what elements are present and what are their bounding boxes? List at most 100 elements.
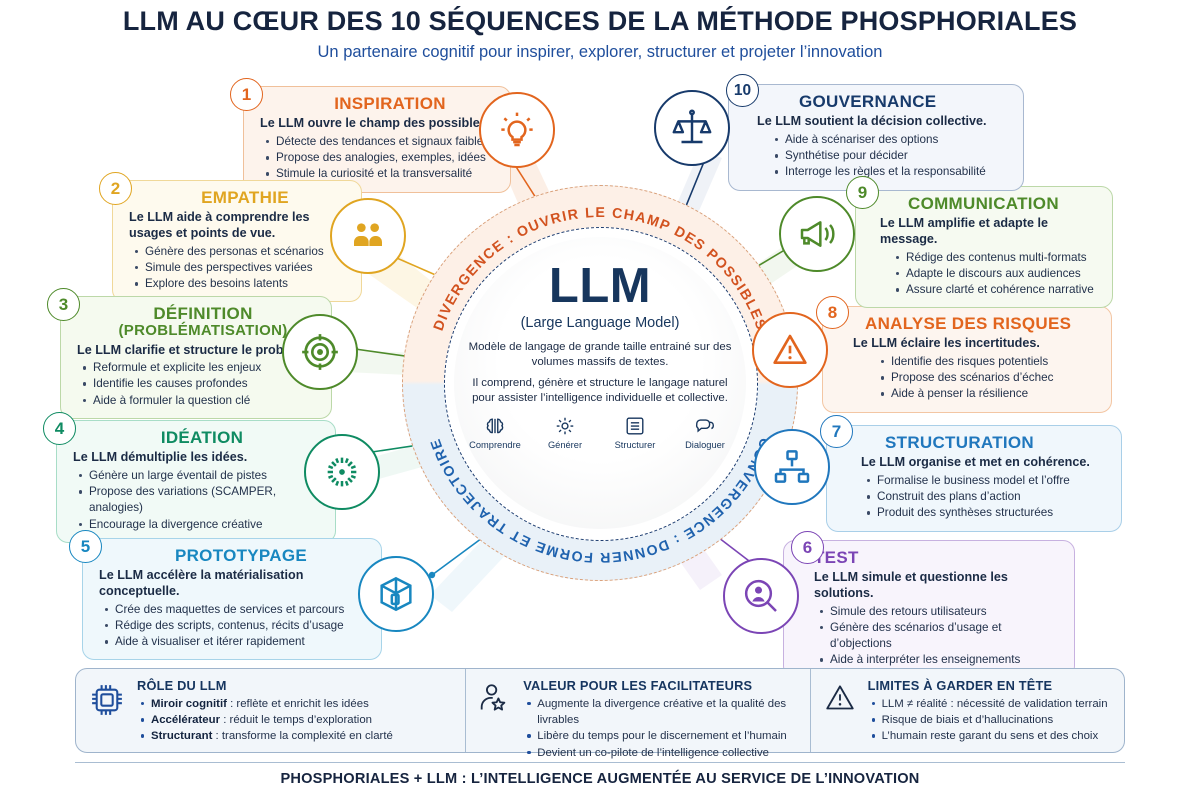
footer-panel-valeur: VALEUR POUR LES FACILITATEURS Augmente l… (465, 669, 809, 759)
bullet: Produit des synthèses structurées (867, 505, 1109, 521)
bullet: Encourage la divergence créative (79, 517, 323, 533)
step-lead: Le LLM démultiplie les idées. (73, 450, 248, 465)
spark-icon (556, 417, 574, 434)
step-card-5[interactable]: PROTOTYPAGE Le LLM accélère la matériali… (69, 530, 434, 661)
bullet: Risque de biais et d’hallucinations (871, 712, 1108, 728)
chip-icon (88, 681, 126, 724)
bullet: Simule des perspectives variées (135, 260, 349, 276)
lightbulb-icon (501, 112, 533, 147)
step-card-3[interactable]: DÉFINITION (PROBLÉMATISATION) Le LLM cla… (47, 288, 358, 419)
bullet-text: : réduit le temps d’exploration (220, 714, 372, 727)
step-card-9[interactable]: COMMUNICATION Le LLM amplifie et adapte … (779, 176, 1113, 309)
step-card-8[interactable]: ANALYSE DES RISQUES Le LLM éclaire les i… (752, 296, 1112, 413)
step-number-badge: 7 (820, 415, 853, 448)
footer-panels: RÔLE DU LLM Miroir cognitif : reflète et… (75, 668, 1125, 759)
step-title: TEST (814, 548, 859, 567)
step-card-body: ANALYSE DES RISQUES Le LLM éclaire les i… (822, 306, 1112, 413)
cube-icon (380, 576, 412, 612)
llm-function-label: Générer (547, 439, 583, 450)
step-icon-circle (723, 558, 799, 634)
step-number-badge: 2 (99, 172, 132, 205)
bullet: Génère des personas et scénarios (135, 244, 349, 260)
burst-icon (327, 457, 357, 487)
llm-function-label: Comprendre (469, 439, 521, 450)
header: LLM AU CŒUR DES 10 SÉQUENCES DE LA MÉTHO… (0, 6, 1200, 62)
bullet: Aide à interpréter les enseignements (820, 652, 1062, 668)
step-icon-circle (654, 90, 730, 166)
tagline: PHOSPHORIALES + LLM : L’INTELLIGENCE AUG… (280, 771, 920, 788)
bullet: Synthétise pour décider (775, 148, 1011, 164)
step-number-badge: 8 (816, 296, 849, 329)
step-bullets: Génère des personas et scénarios Simule … (129, 244, 349, 292)
bullet: Formalise le business model et l’offre (867, 473, 1109, 489)
divider (75, 762, 1125, 764)
step-lead: Le LLM aide à comprendre les usages et p… (129, 210, 310, 241)
bullet: Propose des variations (SCAMPER, analogi… (79, 484, 323, 516)
step-title: PROTOTYPAGE (174, 546, 308, 565)
brain-icon (486, 418, 504, 433)
step-card-7[interactable]: STRUCTURATION Le LLM organise et met en … (754, 415, 1122, 532)
step-card-4[interactable]: IDÉATION Le LLM démultiplie les idées. G… (43, 412, 380, 543)
step-bullets: Formalise le business model et l’offre C… (861, 473, 1109, 521)
step-lead: Le LLM ouvre le champ des possibles. (260, 116, 491, 131)
step-bullets: Détecte des tendances et signaux faibles… (260, 134, 498, 182)
bullet: Stimule la curiosité et la transversalit… (266, 166, 498, 182)
step-card-body: COMMUNICATION Le LLM amplifie et adapte … (855, 186, 1113, 309)
footer-panel-title: RÔLE DU LLM (137, 678, 227, 693)
bullet-text: : transforme la complexité en clarté (212, 730, 393, 743)
step-lead: Le LLM organise et met en cohérence. (861, 455, 1090, 470)
llm-description-2: Il comprend, génère et structure le lang… (472, 376, 728, 404)
llm-function-structurer: Structurer (608, 415, 662, 450)
llm-function-dialoguer: Dialoguer (678, 415, 732, 450)
step-title-secondary: (PROBLÉMATISATION) (118, 322, 288, 340)
bullet: Rédige des contenus multi-formats (896, 250, 1100, 266)
bullet-text: : reflète et enrichit les idées (226, 698, 369, 710)
llm-functions: Comprendre Générer Structurer (468, 415, 732, 450)
step-card-body: INSPIRATION Le LLM ouvre le champ des po… (243, 86, 511, 193)
bullet: Construit des plans d’action (867, 489, 1109, 505)
central-wheel: DIVERGENCE : OUVRIR LE CHAMP DES POSSIBL… (402, 185, 798, 581)
page-title: LLM AU CŒUR DES 10 SÉQUENCES DE LA MÉTHO… (122, 6, 1078, 36)
step-card-2[interactable]: EMPATHIE Le LLM aide à comprendre les us… (99, 172, 406, 303)
bullet: Propose des scénarios d’échec (881, 370, 1099, 386)
step-card-body: IDÉATION Le LLM démultiplie les idées. G… (56, 420, 336, 543)
step-title: DÉFINITION (PROBLÉMATISATION) (87, 304, 319, 340)
bullet: Crée des maquettes de services et parcou… (105, 602, 369, 618)
step-bullets: Aide à scénariser des options Synthétise… (757, 132, 1011, 180)
bullet: Propose des analogies, exemples, idées (266, 150, 498, 166)
step-icon-circle (282, 314, 358, 390)
bullet: Simule des retours utilisateurs (820, 604, 1062, 620)
bullet: Structurant : transforme la complexité e… (141, 728, 393, 744)
bullet: Rédige des scripts, contenus, récits d’u… (105, 618, 369, 634)
org-chart-icon (774, 450, 810, 483)
llm-function-label: Structurer (614, 439, 656, 450)
step-title: IDÉATION (160, 428, 244, 447)
step-lead: Le LLM éclaire les incertitudes. (853, 336, 1040, 351)
step-card-body: TEST Le LLM simule et questionne les sol… (783, 540, 1075, 679)
bullet-strong: Structurant (151, 730, 213, 743)
llm-description-1: Modèle de langage de grande taille entra… (468, 340, 732, 368)
step-icon-circle (779, 196, 855, 272)
step-bullets: Crée des maquettes de services et parcou… (99, 602, 369, 650)
step-card-6[interactable]: TEST Le LLM simule et questionne les sol… (723, 531, 1075, 679)
step-number-badge: 6 (791, 531, 824, 564)
bullet-strong: Accélérateur (151, 714, 221, 727)
footer-panel-bullets: LLM ≠ réalité : nécessité de validation … (868, 696, 1108, 745)
llm-core: LLM (Large Language Model) Modèle de lan… (454, 237, 746, 529)
bullet: Devient un co-pilote de l’intelligence c… (527, 745, 799, 761)
footer-panel-bullets: Miroir cognitif : reflète et enrichit le… (137, 696, 393, 745)
bullet: Libère du temps pour le discernement et … (527, 728, 799, 744)
step-number-badge: 10 (726, 74, 759, 107)
step-number-badge: 9 (846, 176, 879, 209)
llm-function-label: Dialoguer (685, 439, 725, 450)
chat-icon (695, 419, 714, 433)
warning-icon (823, 681, 857, 720)
bullet: Augmente la divergence créative et la qu… (527, 696, 799, 728)
step-card-10[interactable]: GOUVERNANCE Le LLM soutient la décision … (654, 74, 1024, 191)
target-icon (302, 334, 338, 370)
step-lead: Le LLM amplifie et adapte le message. (880, 216, 1048, 247)
bullet: Accélérateur : réduit le temps d’explora… (141, 712, 393, 728)
bullet: Explore des besoins latents (135, 276, 349, 292)
bullet: Génère un large éventail de pistes (79, 468, 323, 484)
step-card-1[interactable]: INSPIRATION Le LLM ouvre le champ des po… (230, 78, 555, 193)
